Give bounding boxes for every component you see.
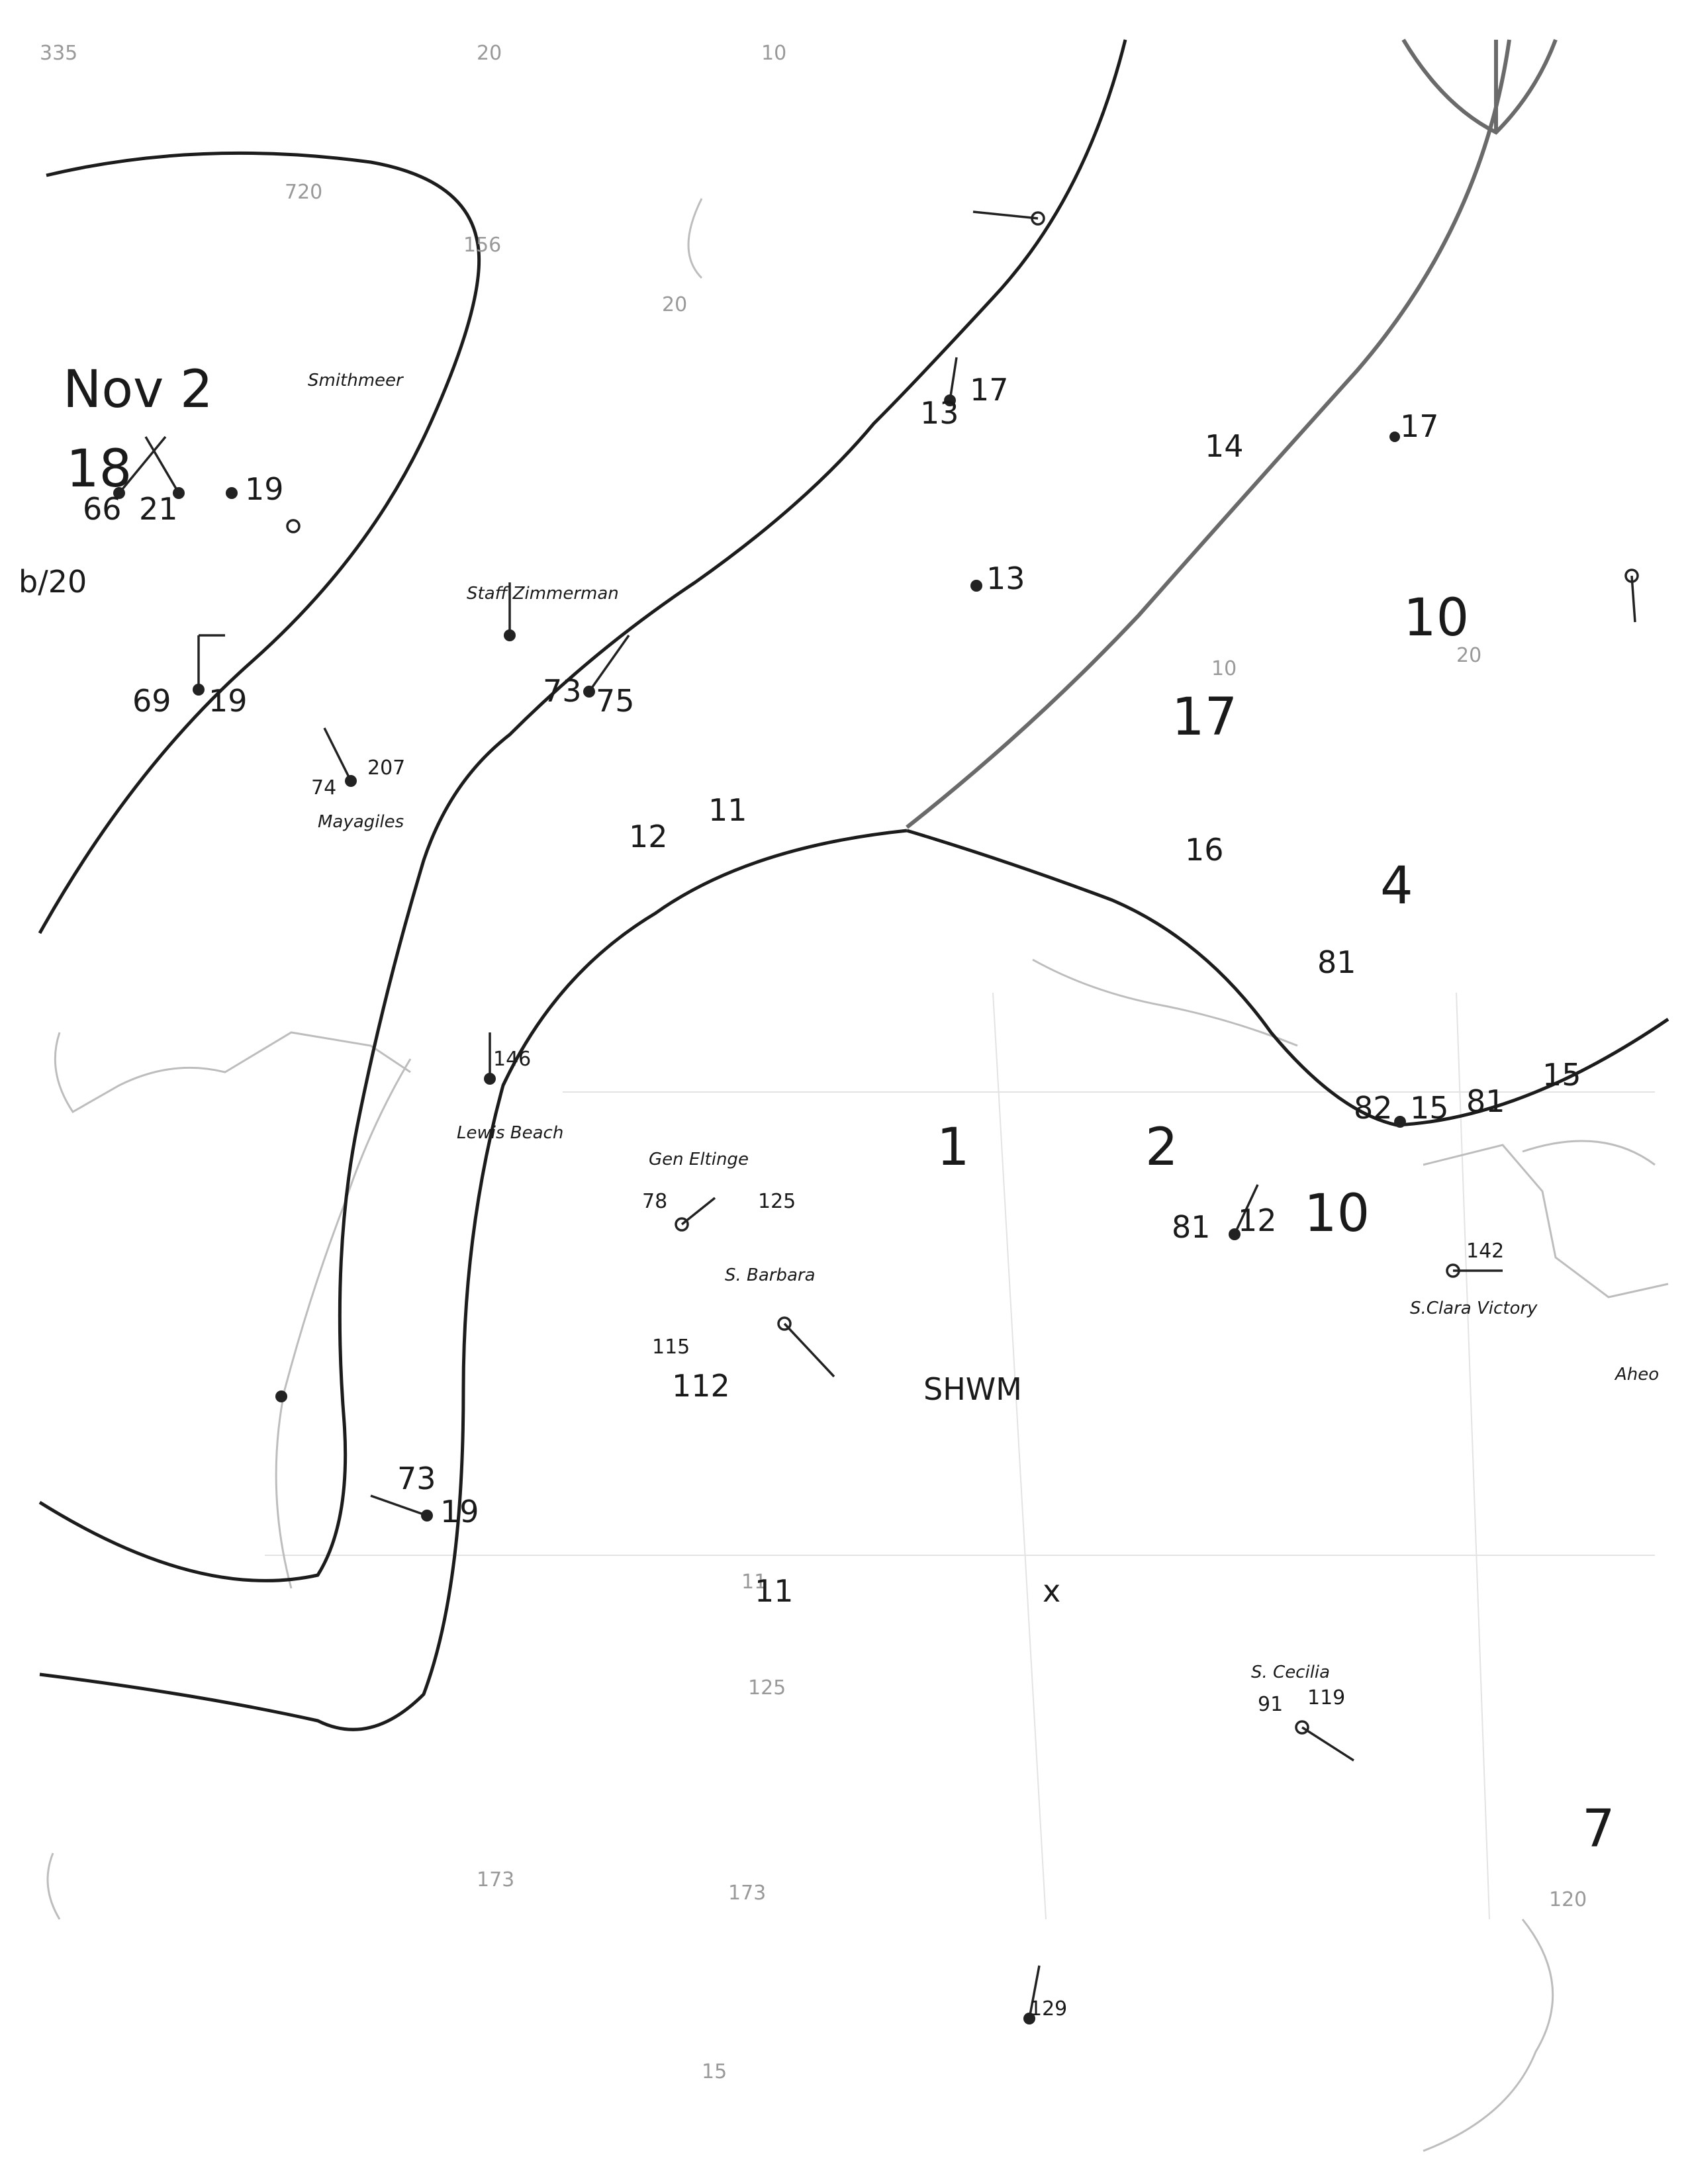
value-label: 142	[1466, 1240, 1504, 1263]
value-label: 91	[1258, 1693, 1283, 1716]
coastlines	[46, 198, 1669, 2152]
value-label: 4	[1380, 856, 1413, 916]
map-grid	[265, 992, 1655, 1920]
cold-front-main	[38, 39, 1127, 1582]
value-label: 78	[642, 1190, 667, 1213]
center-marker: x	[1043, 1573, 1060, 1609]
value-label: 74	[311, 776, 336, 799]
value-label: 7	[1582, 1799, 1615, 1859]
system-label: SHWM	[923, 1371, 1022, 1407]
value-label: 146	[493, 1048, 531, 1071]
svg-text:156: 156	[463, 234, 501, 257]
date-label: Nov 2	[63, 360, 213, 420]
station-plots	[113, 210, 1639, 2025]
map-annotations: Nov 2 18 19 66 21 b/20 69 19 74 207 17 1…	[19, 360, 1659, 2021]
value-label: 15	[1410, 1090, 1449, 1126]
ship-label: S.Clara Victory	[1410, 1298, 1538, 1318]
faint-plots: 335 20 10 720 156 20 20 10 11 125 173 17…	[40, 42, 1587, 2083]
gray-front-northeast	[906, 39, 1511, 829]
ship-label: S. Barbara	[725, 1265, 816, 1285]
value-label: 1	[937, 1118, 970, 1177]
value-label: 13	[920, 395, 959, 431]
ship-label: Lewis Beach	[457, 1123, 563, 1143]
value-label: 11	[755, 1573, 794, 1609]
value-label: 16	[1185, 832, 1224, 868]
value-label: 12	[629, 819, 668, 854]
value-label: 81	[1317, 944, 1356, 980]
value-label: 21	[139, 491, 178, 527]
station-dot	[226, 487, 238, 499]
value-label: 75	[596, 683, 635, 719]
value-label: 81	[1466, 1083, 1505, 1119]
station-dot	[275, 1390, 287, 1402]
value-label: 19	[245, 471, 284, 507]
svg-text:125: 125	[748, 1676, 786, 1700]
value-label: 17	[970, 372, 1009, 408]
ship-label: Smithmeer	[308, 371, 404, 390]
svg-text:15: 15	[702, 2060, 727, 2083]
svg-text:20: 20	[1456, 644, 1481, 667]
ship-label: Aheo	[1614, 1365, 1659, 1385]
svg-text:335: 335	[40, 42, 77, 65]
station-open	[777, 1316, 792, 1331]
value-label: 129	[1029, 1997, 1067, 2021]
ship-label: S. Cecilia	[1251, 1662, 1330, 1682]
value-label: 17	[1400, 408, 1439, 444]
svg-text:120: 120	[1549, 1888, 1587, 1911]
svg-text:11: 11	[741, 1570, 767, 1594]
svg-text:173: 173	[477, 1868, 514, 1891]
closed-front-northwest	[38, 151, 481, 934]
fronts	[38, 38, 1669, 1731]
value-label: 82	[1354, 1090, 1393, 1126]
value-label: 81	[1172, 1209, 1211, 1245]
value-label: b/20	[19, 564, 87, 600]
station-dot	[970, 580, 982, 592]
station-open	[286, 519, 301, 533]
value-label: 115	[652, 1336, 690, 1359]
value-label: 10	[1403, 588, 1469, 648]
station-open	[675, 1217, 689, 1232]
svg-text:20: 20	[477, 42, 502, 65]
trough-east	[906, 829, 1669, 1127]
ship-label: Mayagiles	[318, 812, 404, 832]
value-label: 207	[367, 756, 405, 780]
value-label: 73	[397, 1461, 436, 1496]
value-label: 14	[1205, 428, 1244, 464]
station-dot	[1389, 432, 1400, 442]
value-label: 125	[758, 1190, 796, 1213]
value-label: 10	[1304, 1184, 1370, 1244]
value-label: 19	[209, 683, 248, 719]
svg-text:10: 10	[761, 42, 786, 65]
value-label: 119	[1307, 1686, 1345, 1709]
value-label: 12	[1238, 1203, 1277, 1238]
warm-front-upper	[39, 829, 908, 1731]
value-label: 112	[672, 1368, 730, 1404]
value-label: 2	[1145, 1118, 1178, 1177]
value-label: 17	[1172, 688, 1237, 747]
value-label: 73	[543, 673, 582, 709]
svg-text:20: 20	[662, 293, 687, 316]
value-label: 66	[83, 491, 122, 527]
value-label: 69	[132, 683, 171, 719]
station-open	[1295, 1720, 1309, 1735]
value-label: 19	[440, 1494, 479, 1529]
value-label: 13	[986, 561, 1025, 596]
ship-label: Staff Zimmerman	[467, 584, 619, 604]
ship-label: Gen Eltinge	[649, 1150, 749, 1169]
value-label: 15	[1542, 1057, 1581, 1093]
value-label: 18	[66, 439, 132, 499]
station-dot	[1394, 1116, 1406, 1128]
svg-text:10: 10	[1211, 657, 1237, 680]
upper-y-lines	[1401, 38, 1558, 135]
value-label: 11	[708, 792, 747, 828]
svg-text:173: 173	[728, 1882, 766, 1905]
svg-text:720: 720	[285, 181, 322, 204]
